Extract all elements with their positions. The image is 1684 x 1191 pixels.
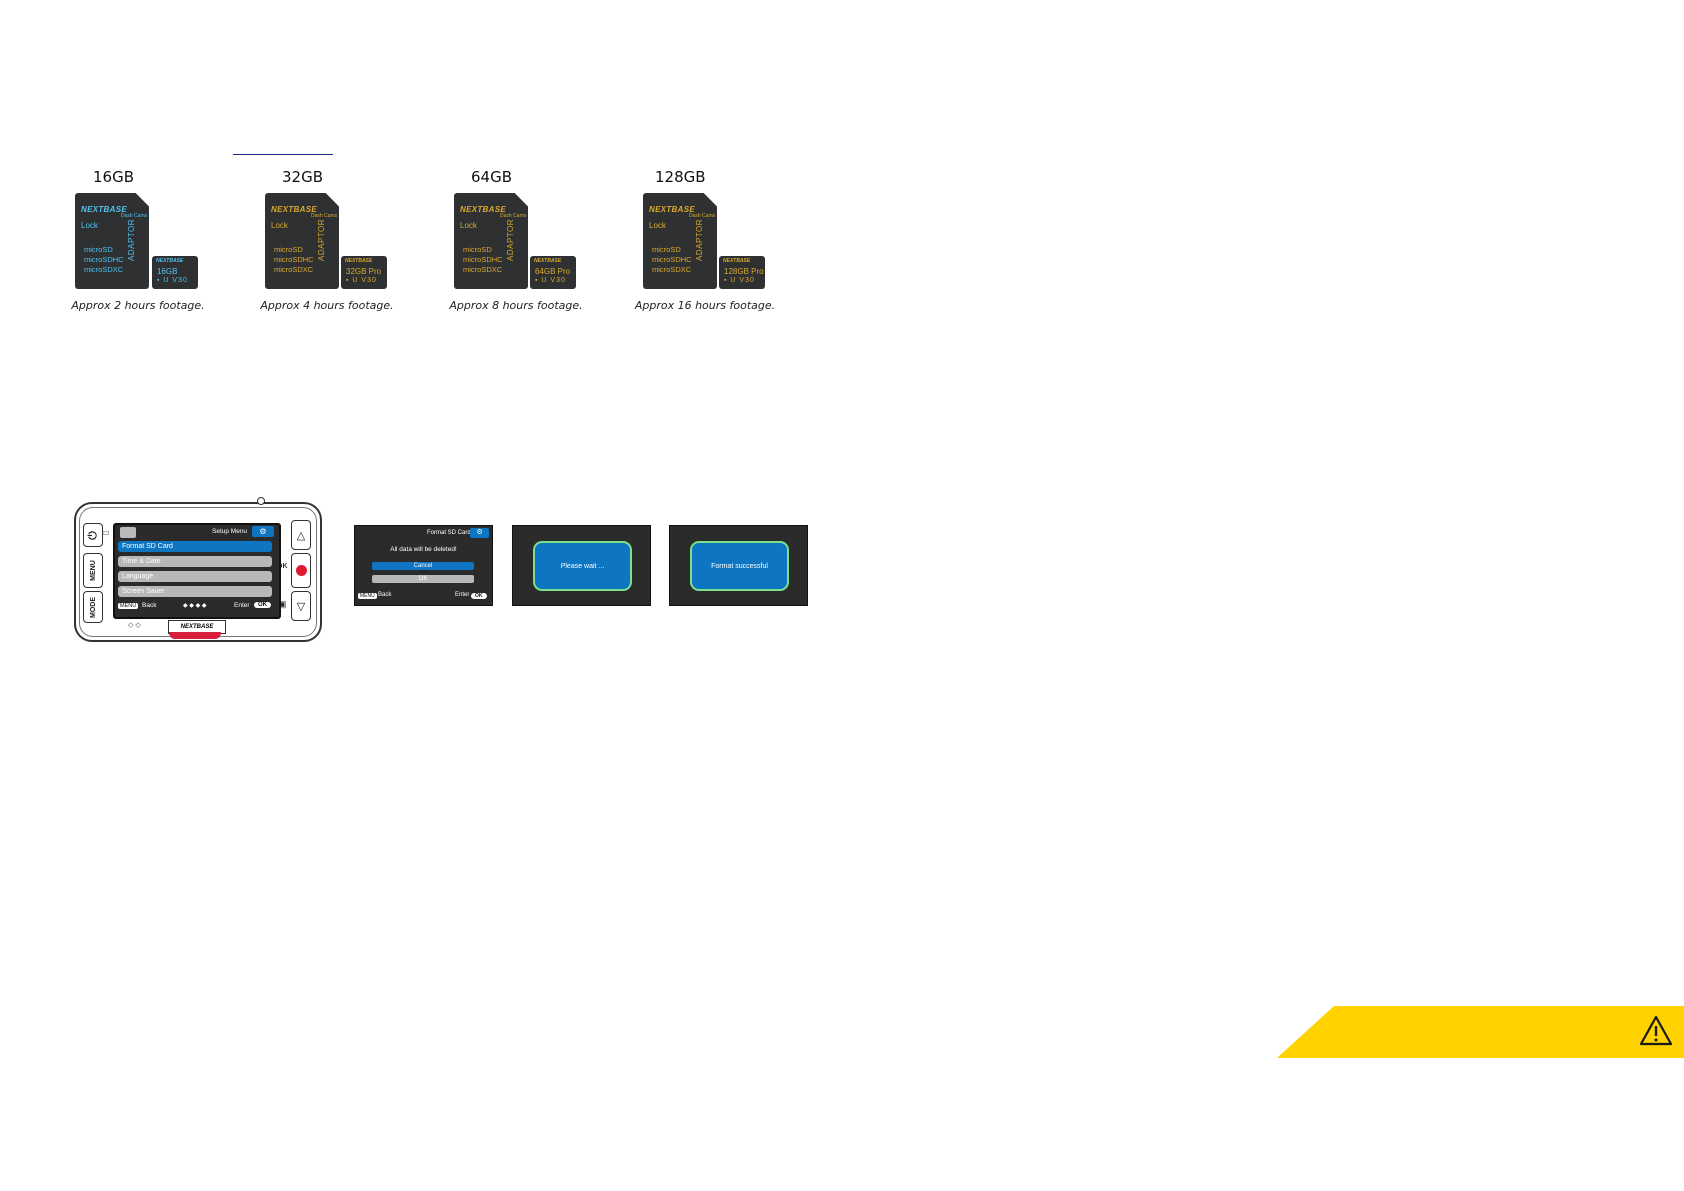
wait-message: Please wait ... <box>533 541 632 591</box>
adaptor-lock: Lock <box>81 221 98 230</box>
down-button[interactable]: ▽ <box>291 591 311 621</box>
card-capacity-128: 128GB <box>655 168 706 186</box>
card-footage-128: Approx 16 hours footage. <box>634 299 776 312</box>
adaptor-brand: NEXTBASE <box>81 205 127 214</box>
card-capacity-32: 32GB <box>282 168 324 186</box>
microsd-card-image: NEXTBASE 128GB Pro ▪ U V30 <box>719 256 765 289</box>
back-label: Back <box>378 592 392 598</box>
adaptor-vertical: ADAPTOR <box>127 218 136 261</box>
ok-label: OK <box>277 563 288 570</box>
mode-button[interactable]: MODE <box>83 591 103 623</box>
battery-icon: ▭ <box>102 528 110 537</box>
settings-gear-icon: ⚙ <box>470 528 489 538</box>
menu-button[interactable]: MENU <box>83 553 103 588</box>
settings-gear-icon: ⚙ <box>252 526 274 537</box>
menu-item-format[interactable]: Format SD Card <box>118 541 272 552</box>
up-button[interactable]: △ <box>291 520 311 550</box>
card-capacity-64: 64GB <box>471 168 513 186</box>
adaptor-sub: Dash Cams <box>121 213 148 219</box>
microsd-card-image: NEXTBASE 32GB Pro ▪ U V30 <box>341 256 387 289</box>
ok-option[interactable]: OK <box>372 575 474 583</box>
menu-item-screen-saver[interactable]: Screen Saver <box>118 586 272 597</box>
back-key: MENU <box>118 603 139 609</box>
indicator-dots: ◇ ◇ <box>128 622 141 629</box>
video-mode-icon <box>120 527 136 538</box>
menu-item-time-date[interactable]: Time & Date <box>118 556 272 567</box>
success-message: Format successful <box>690 541 789 591</box>
card-capacity-16: 16GB <box>93 168 135 186</box>
back-label: Back <box>142 602 157 609</box>
microsd-card-image: NEXTBASE 16GB ▪ U V30 <box>152 256 198 289</box>
format-confirm-screen: Format SD Card ⚙ All data will be delete… <box>354 525 493 606</box>
format-success-screen: Format successful <box>669 525 808 606</box>
power-button[interactable]: ⏻ <box>83 523 103 547</box>
cancel-option[interactable]: Cancel <box>372 562 474 570</box>
confirm-title: Format SD Card <box>427 530 471 536</box>
down-arrow-icon: ▽ <box>296 600 306 613</box>
up-arrow-icon: △ <box>296 529 306 542</box>
warning-icon <box>1639 1015 1673 1046</box>
micro-size: 16GB <box>157 267 178 276</box>
link-underline[interactable] <box>233 154 333 155</box>
enter-key: OK <box>471 593 487 599</box>
page-dots: ◆ ◆ ◆ ◆ <box>183 603 207 609</box>
card-footage-32: Approx 4 hours footage. <box>260 299 394 312</box>
menu-item-language[interactable]: Language <box>118 571 272 582</box>
confirm-message: All data will be deleted! <box>390 546 457 553</box>
microsd-card-image: NEXTBASE 64GB Pro ▪ U V30 <box>530 256 576 289</box>
warning-banner <box>1277 1006 1684 1058</box>
format-wait-screen: Please wait ... <box>512 525 651 606</box>
camera-switch-icon: ▣ <box>278 599 287 609</box>
mount-dot <box>257 497 265 505</box>
micro-class: ▪ U V30 <box>157 277 188 284</box>
power-icon: ⏻ <box>86 530 99 540</box>
record-light <box>169 632 221 639</box>
enter-label: Enter <box>234 602 250 609</box>
record-button[interactable] <box>291 553 311 588</box>
enter-label: Enter <box>455 592 470 598</box>
card-footage-64: Approx 8 hours footage. <box>449 299 583 312</box>
back-key: MENU <box>358 593 377 599</box>
screen-title: Setup Menu <box>212 528 248 535</box>
enter-key: OK <box>254 602 271 608</box>
dashcam-screen: Setup Menu ⚙ Format SD Card Time & Date … <box>113 523 281 619</box>
record-icon <box>295 565 307 576</box>
card-footage-16: Approx 2 hours footage. <box>71 299 205 312</box>
